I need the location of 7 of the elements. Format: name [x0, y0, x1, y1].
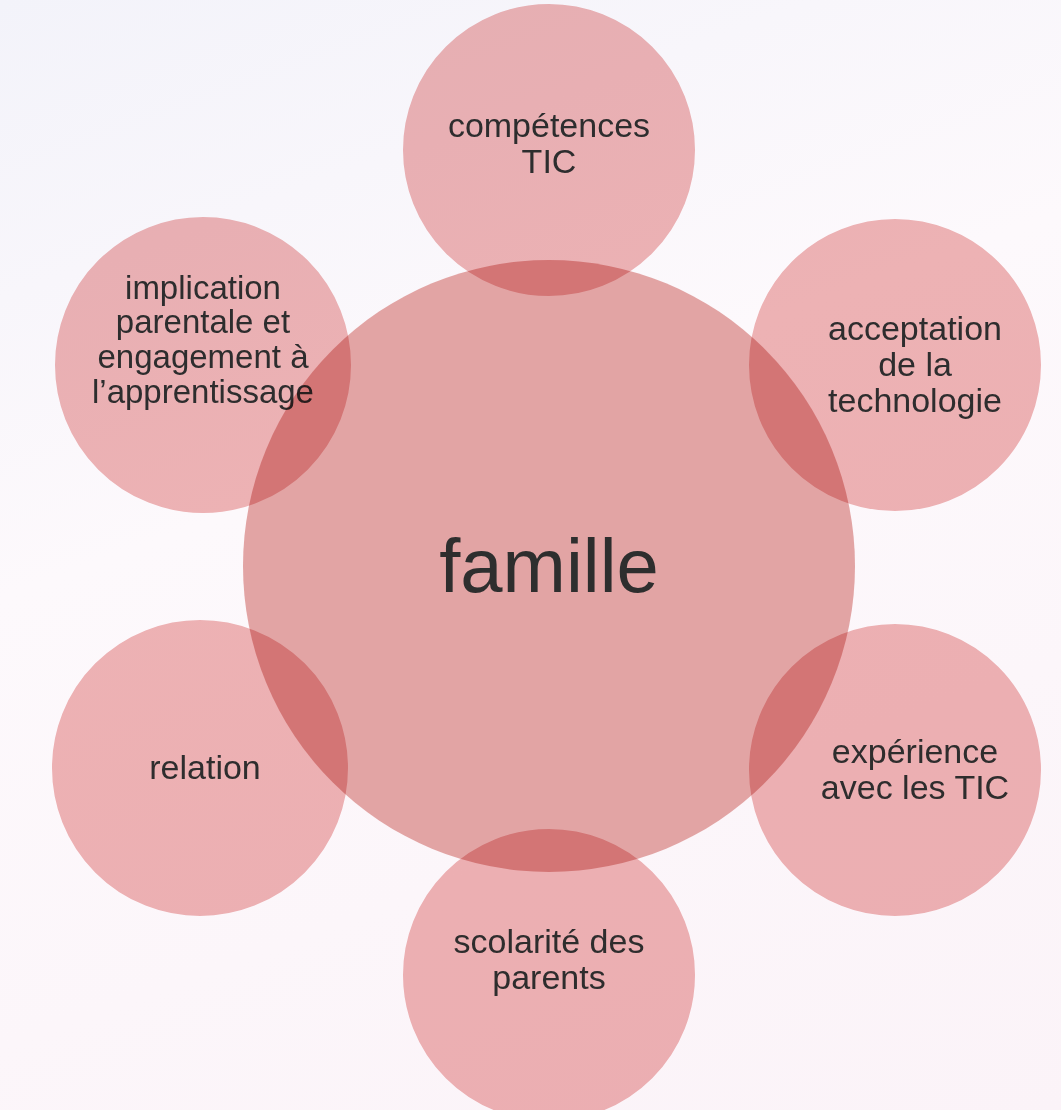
- topic-label: expérience avec les TIC: [819, 734, 1011, 806]
- topic-label: scolarité des parents: [452, 924, 646, 996]
- topic-label: implication parentale et engagement à l’apprentissage: [91, 270, 315, 410]
- topic-label: acceptation de la technologie: [827, 311, 1003, 419]
- topic-label: compétences TIC: [446, 108, 652, 180]
- topic-label: relation: [148, 750, 262, 786]
- central-label: famille: [438, 526, 660, 606]
